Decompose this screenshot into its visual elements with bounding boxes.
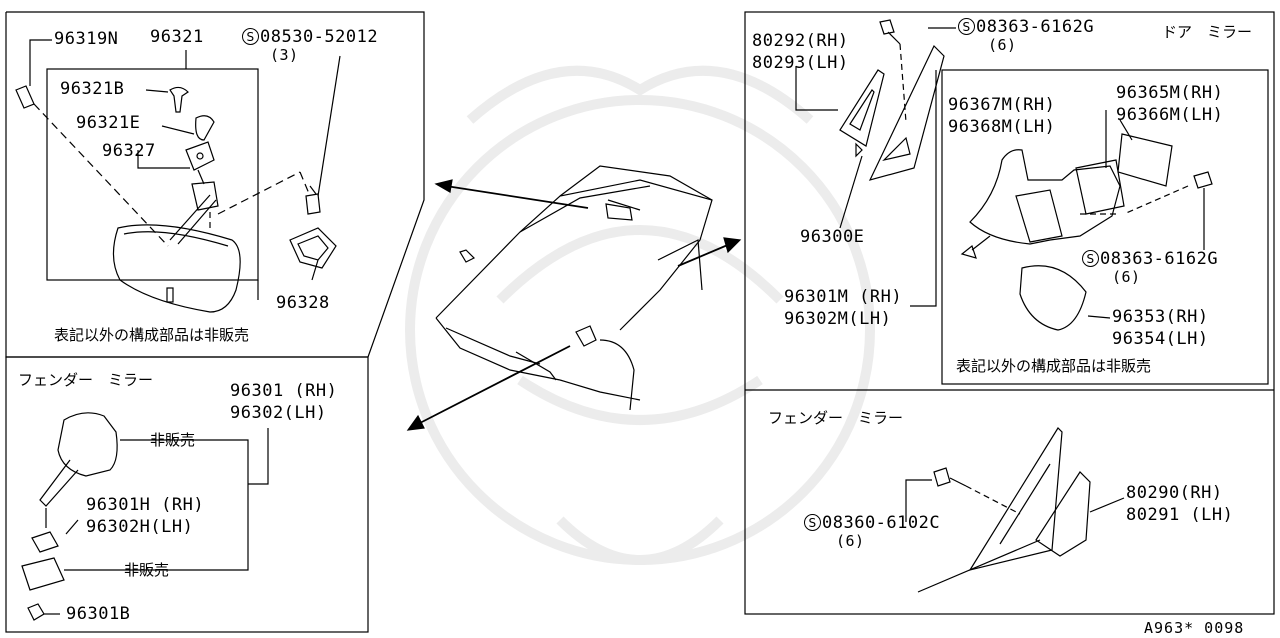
not-sold-label-2: 非販売 <box>124 561 170 579</box>
part-96368M: 96368M(LH) <box>948 117 1056 137</box>
not-sold-note-left: 表記以外の構成部品は非販売 <box>54 326 250 344</box>
door-mirror-title: ドア ミラー <box>1162 23 1253 41</box>
part-96328: 96328 <box>276 293 330 313</box>
part-96321: 96321 <box>150 27 204 47</box>
circled-s-symbol: S <box>804 514 821 531</box>
part-96301B: 96301B <box>66 604 131 624</box>
part-96301H: 96301H (RH) <box>86 495 205 515</box>
door-mirror-assembly <box>839 19 1213 331</box>
part-96367M: 96367M(RH) <box>948 95 1056 115</box>
qty-08363-6162G-top: (6) <box>988 36 1017 54</box>
car-body <box>435 165 713 411</box>
part-80291: 80291 (LH) <box>1126 505 1234 525</box>
part-96366M: 96366M(LH) <box>1116 105 1224 125</box>
part-80292: 80292(RH) <box>752 31 849 51</box>
part-96301: 96301 (RH) <box>230 381 338 401</box>
part-96319N: 96319N <box>54 29 119 49</box>
not-sold-label-1: 非販売 <box>150 431 196 449</box>
left-top-inner-box <box>46 68 259 281</box>
circled-s-symbol: S <box>958 18 975 35</box>
part-80293: 80293(LH) <box>752 53 849 73</box>
fender-mirror-left <box>21 412 118 621</box>
part-96301M: 96301M (RH) <box>784 287 903 307</box>
part-96353: 96353(RH) <box>1112 307 1209 327</box>
rear-view-mirror <box>15 85 337 313</box>
part-96321E: 96321E <box>76 113 141 133</box>
watermark-emblem <box>405 65 875 565</box>
part-96302: 96302(LH) <box>230 403 327 423</box>
fender-mirror-title-right: フェンダー ミラー <box>768 409 904 427</box>
diagram-code: A963* 0098 <box>1144 619 1245 637</box>
part-96302M: 96302M(LH) <box>784 309 892 329</box>
part-96321B: 96321B <box>60 79 125 99</box>
left-bottom-panel-border <box>5 356 369 633</box>
part-80290: 80290(RH) <box>1126 483 1223 503</box>
qty-08363-6162G-mid: (6) <box>1112 268 1141 286</box>
fender-mirror-right <box>917 427 1091 593</box>
door-mirror-inner-box <box>941 69 1269 385</box>
qty-08530-52012: (3) <box>270 46 299 64</box>
left-top-panel-border <box>5 11 425 358</box>
circled-s-symbol: S <box>242 28 259 45</box>
part-96327: 96327 <box>102 141 156 161</box>
qty-08360-6102C: (6) <box>836 532 865 550</box>
circled-s-symbol: S <box>1082 250 1099 267</box>
part-96302H: 96302H(LH) <box>86 517 194 537</box>
fender-mirror-title-left: フェンダー ミラー <box>18 371 154 389</box>
part-96300E: 96300E <box>800 227 865 247</box>
not-sold-note-right: 表記以外の構成部品は非販売 <box>956 357 1152 375</box>
part-96354: 96354(LH) <box>1112 329 1209 349</box>
right-panel-border <box>744 11 1275 615</box>
part-96365M: 96365M(RH) <box>1116 83 1224 103</box>
